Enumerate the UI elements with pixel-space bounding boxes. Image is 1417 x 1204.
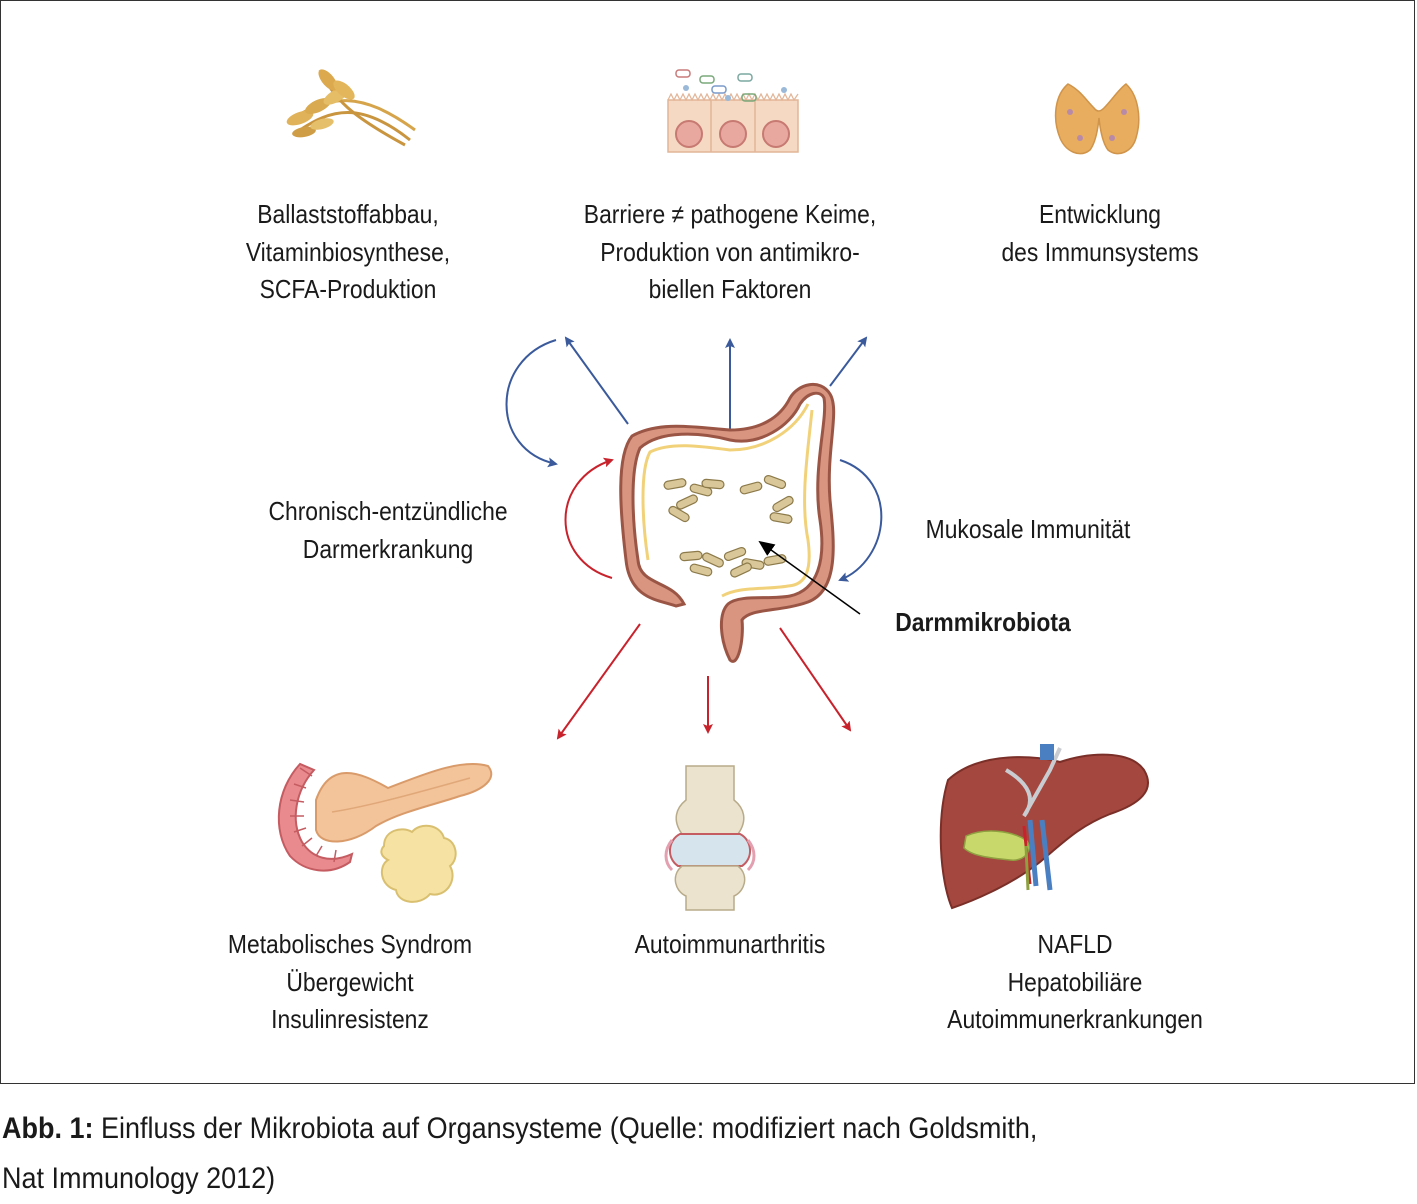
caption-line-2: Nat Immunology 2012): [2, 1162, 276, 1195]
arrow-to-metabolic: [556, 623, 641, 740]
bacteria-cluster: [663, 475, 794, 578]
microbiota-pointer-arrow: [758, 540, 861, 615]
arrow-loop-right: [838, 459, 883, 582]
thymus-icon: [1054, 83, 1140, 155]
label-ibd: Chronisch-entzündliche Darmerkrankung: [268, 496, 508, 564]
label-liver: NAFLD Hepatobiliäre Autoimmunerkrankunge…: [947, 929, 1203, 1034]
joint-icon: [664, 765, 756, 911]
positive-arrows: [505, 336, 883, 582]
label-immune-development: Entwicklung des Immunsystems: [1001, 199, 1199, 267]
epithelium-icon: [667, 69, 799, 153]
wheat-icon: [286, 69, 416, 147]
label-metabolic: Metabolisches Syndrom Übergewicht Insuli…: [227, 929, 473, 1034]
label-mucosal-immunity: Mukosale Immunität: [925, 514, 1131, 544]
arrow-to-digestion: [564, 336, 629, 425]
caption-line-1: Einfluss der Mikrobiota auf Organsysteme…: [93, 1112, 1038, 1145]
intestine-icon: [619, 383, 836, 663]
label-digestion: Ballaststoffabbau, Vitaminbiosynthese, S…: [245, 199, 451, 304]
arrow-to-liver: [779, 627, 852, 732]
figure-frame: [0, 0, 1415, 1084]
label-barrier: Barriere ≠ pathogene Keime, Produktion v…: [583, 199, 877, 304]
label-microbiota: Darmmikrobiota: [895, 607, 1071, 637]
label-arthritis: Autoimmunarthritis: [634, 929, 826, 959]
arrow-to-immune-development: [829, 336, 868, 387]
figure-caption: Abb. 1: Einfluss der Mikrobiota auf Orga…: [2, 1104, 1037, 1204]
arrow-loop-left: [505, 339, 558, 468]
caption-prefix: Abb. 1:: [2, 1112, 94, 1145]
diagram-canvas: [277, 69, 1149, 911]
arrow-loop-ibd: [564, 457, 614, 579]
pancreas-icon: [277, 762, 493, 903]
liver-icon: [939, 744, 1149, 910]
negative-arrows: [556, 457, 852, 740]
